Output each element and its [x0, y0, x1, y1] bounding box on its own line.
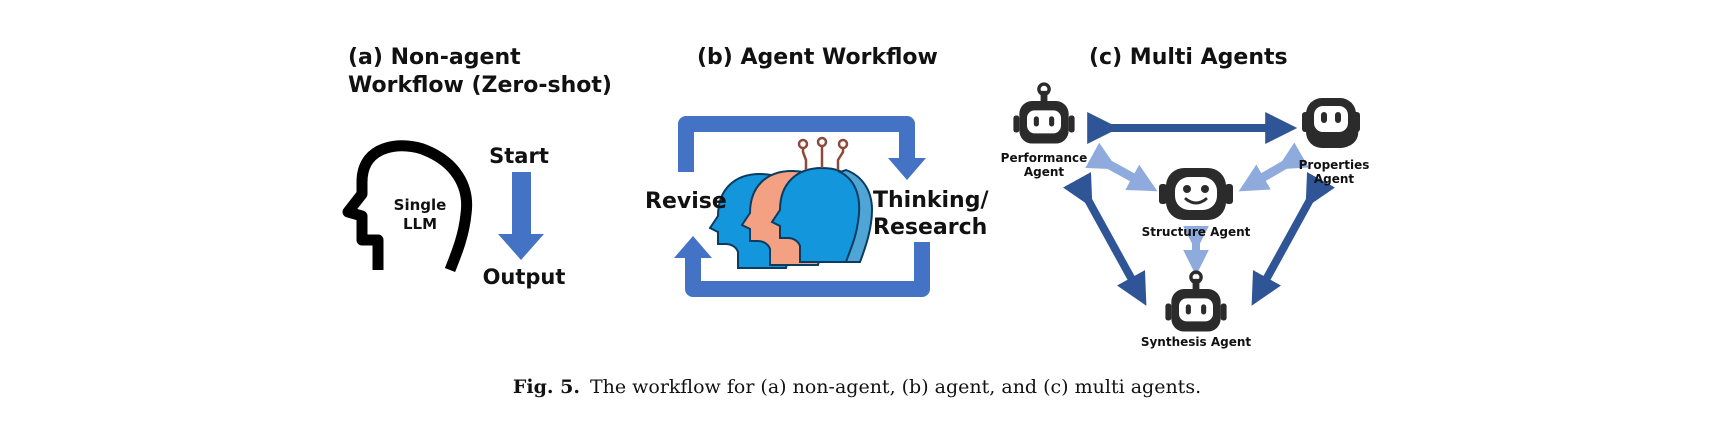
properties-structure-arrow [1238, 142, 1309, 192]
structure-agent-label: Structure Agent [1142, 225, 1251, 239]
performance-agent-label-line1: Performance [1001, 151, 1088, 165]
panel-a: (a) Non-agent Workflow (Zero-shot) Singl… [342, 45, 612, 289]
cycle-arrow-top [678, 116, 915, 172]
panel-b: (b) Agent Workflow R [645, 45, 989, 297]
performance-robot-icon [1011, 82, 1077, 146]
properties-synthesis-arrow [1251, 172, 1336, 306]
panel-c-title: (c) Multi Agents [1089, 45, 1288, 70]
cycle-arrow-bottom [685, 242, 930, 297]
properties-agent-label-line1: Properties [1299, 158, 1370, 172]
head-label-line2: LLM [403, 215, 437, 233]
performance-structure-arrow [1085, 142, 1158, 192]
cycle-arrowhead-bottom [674, 236, 712, 258]
panel-a-title-line2: Workflow (Zero-shot) [348, 73, 612, 98]
start-to-output-arrow [498, 172, 544, 260]
panel-a-title-line1: (a) Non-agent [348, 45, 521, 70]
panel-b-title: (b) Agent Workflow [697, 45, 938, 70]
panel-c: (c) Multi Agents Performance Agent Prope… [1001, 45, 1370, 349]
figure-number: Fig. 5. [512, 376, 580, 398]
synthesis-robot-icon [1163, 270, 1229, 334]
thinking-label-line2: Research [873, 215, 987, 240]
performance-synthesis-arrow [1062, 172, 1147, 306]
synthesis-agent-label: Synthesis Agent [1141, 335, 1252, 349]
properties-robot-icon [1302, 98, 1360, 148]
figure-caption: Fig. 5. The workflow for (a) non-agent, (… [0, 376, 1714, 398]
output-label: Output [483, 265, 566, 289]
properties-agent-label-line2: Agent [1314, 172, 1355, 186]
structure-robot-icon [1159, 168, 1233, 220]
head-label-line1: Single [394, 196, 447, 214]
thinking-label-line1: Thinking/ [873, 188, 989, 213]
revise-label: Revise [645, 189, 727, 214]
start-label: Start [489, 144, 549, 168]
head-outline-icon [342, 140, 473, 273]
cycle-arrowhead-top [888, 158, 926, 180]
performance-agent-label-line2: Agent [1024, 165, 1065, 179]
wired-heads-icon [708, 136, 874, 269]
caption-text: The workflow for (a) non-agent, (b) agen… [589, 376, 1202, 398]
